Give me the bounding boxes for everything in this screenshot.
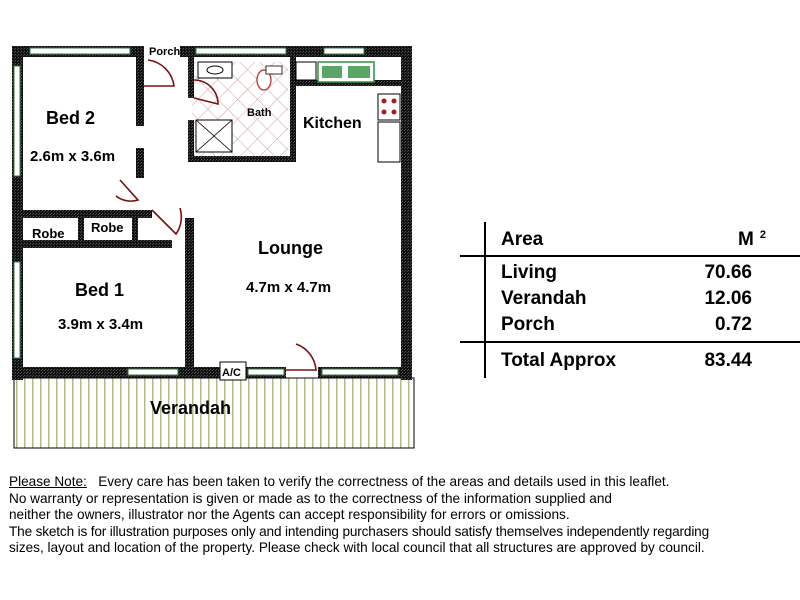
- verandah-label: Verandah: [150, 398, 231, 418]
- ac-label: A/C: [222, 367, 241, 379]
- note-line-4: The sketch is for illustration purposes …: [9, 523, 710, 539]
- lounge-label: Lounge: [258, 238, 323, 258]
- area-row-value: 0.72: [715, 314, 752, 335]
- note-line-1: Every care has been taken to verify the …: [98, 474, 670, 489]
- robe1-label: Robe: [32, 226, 65, 241]
- note-heading: Please Note:: [9, 474, 87, 489]
- bed2-size: 2.6m x 3.6m: [30, 148, 115, 165]
- note-line-3: neither the owners, illustrator nor the …: [9, 507, 570, 523]
- area-row-label: Living: [501, 262, 557, 283]
- note-line-2: No warranty or representation is given o…: [9, 490, 612, 506]
- porch-label: Porch: [149, 46, 180, 58]
- area-row-label: Porch: [501, 314, 555, 335]
- note-line-5: sizes, layout and location of the proper…: [9, 540, 705, 556]
- doors: [115, 59, 317, 371]
- area-total-label: Total Approx: [501, 350, 617, 371]
- area-row-value: 70.66: [704, 262, 752, 283]
- floor-plan: Porch Bath Bed 2 2.6m x 3.6m Kitchen Rob…: [12, 46, 415, 449]
- kitchen-fixtures: [295, 61, 401, 163]
- bed1-label: Bed 1: [75, 280, 124, 300]
- area-row-label: Verandah: [501, 288, 587, 309]
- area-header-unit-sup: 2: [759, 229, 766, 241]
- ac-unit: [219, 361, 247, 381]
- robe2-label: Robe: [91, 220, 124, 235]
- note-line: Please Note: Every care has been taken t…: [9, 474, 799, 491]
- verandah-area: [13, 377, 415, 449]
- bed1-size: 3.9m x 3.4m: [58, 316, 143, 333]
- area-total-value: 83.44: [704, 350, 752, 371]
- area-header-label: Area: [501, 229, 544, 250]
- bed2-label: Bed 2: [46, 108, 95, 128]
- bath-label: Bath: [247, 107, 272, 119]
- walls: [12, 46, 412, 380]
- windows: [13, 47, 399, 376]
- kitchen-label: Kitchen: [303, 115, 362, 132]
- bath-fixtures: [195, 61, 283, 153]
- lounge-size: 4.7m x 4.7m: [246, 279, 331, 296]
- disclaimer-note: Please Note: Every care has been taken t…: [9, 474, 799, 557]
- area-header-unit-text: M: [738, 229, 754, 250]
- area-row-value: 12.06: [704, 288, 752, 309]
